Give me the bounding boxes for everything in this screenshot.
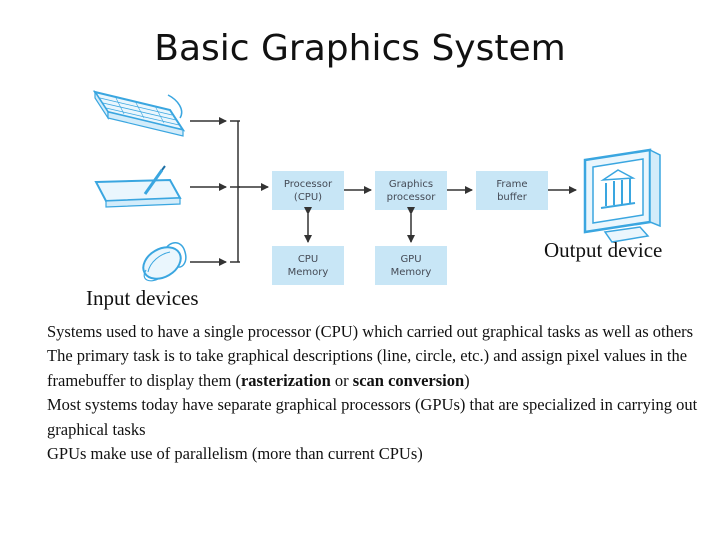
svg-text:GPU: GPU xyxy=(400,254,421,265)
rasterization-term: rasterization xyxy=(241,371,331,390)
paragraph-gpus: Most systems today have separate graphic… xyxy=(47,393,707,442)
svg-text:CPU: CPU xyxy=(298,254,318,265)
gpu-memory-box: GPU Memory xyxy=(375,246,447,285)
graphics-system-diagram: Processor (CPU) Graphics processor Frame… xyxy=(0,0,720,320)
output-device-label: Output device xyxy=(544,238,662,263)
svg-text:Frame: Frame xyxy=(496,179,527,190)
svg-text:Graphics: Graphics xyxy=(389,179,433,190)
tablet-icon xyxy=(96,166,180,207)
input-devices-label: Input devices xyxy=(86,286,199,311)
paragraph-cpu: Systems used to have a single processor … xyxy=(47,320,707,344)
body-text: Systems used to have a single processor … xyxy=(47,320,707,466)
monitor-icon xyxy=(585,150,660,242)
cpu-box: Processor (CPU) xyxy=(272,171,344,210)
svg-text:Processor: Processor xyxy=(284,179,333,190)
svg-text:Memory: Memory xyxy=(391,267,432,278)
frame-buffer-box: Frame buffer xyxy=(476,171,548,210)
svg-text:buffer: buffer xyxy=(497,192,528,203)
paragraph-rasterization: The primary task is to take graphical de… xyxy=(47,344,707,393)
svg-text:(CPU): (CPU) xyxy=(294,192,322,203)
keyboard-icon xyxy=(95,92,183,136)
svg-text:Memory: Memory xyxy=(288,267,329,278)
paragraph-parallelism: GPUs make use of parallelism (more than … xyxy=(47,442,707,466)
cpu-memory-box: CPU Memory xyxy=(272,246,344,285)
svg-text:processor: processor xyxy=(387,192,437,203)
gpu-box: Graphics processor xyxy=(375,171,447,210)
mouse-icon xyxy=(138,241,187,285)
scan-conversion-term: scan conversion xyxy=(353,371,464,390)
